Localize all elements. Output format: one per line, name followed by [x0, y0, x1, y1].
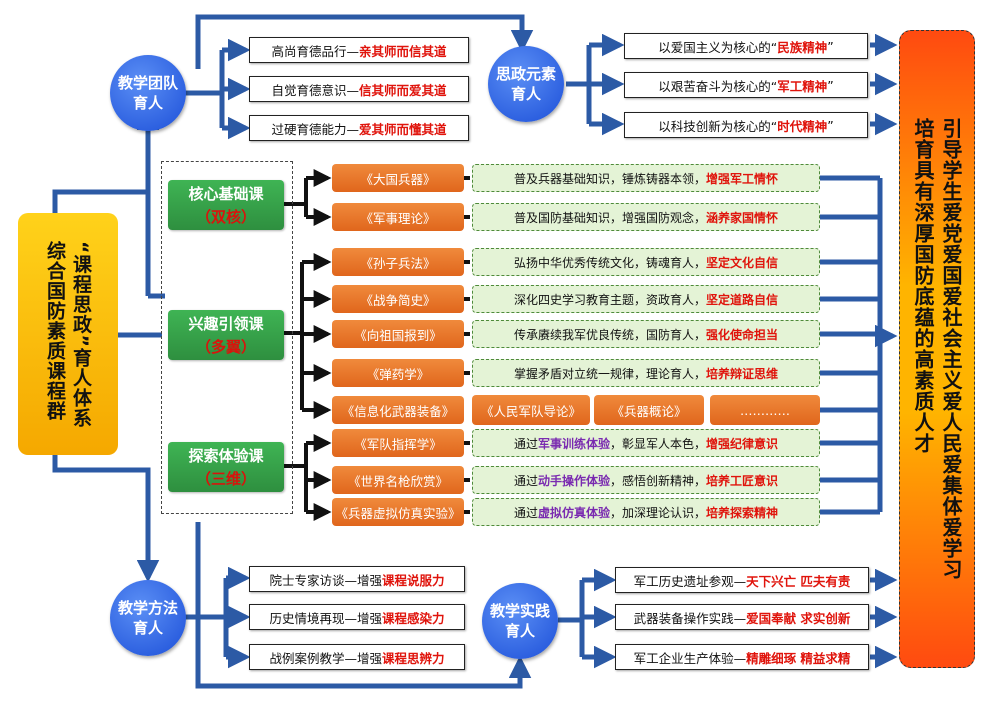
ideology-item: 以爱国主义为核心的“民族精神” — [624, 33, 868, 59]
practice-item: 武器装备操作实践—爱国奉献 求实创新 — [615, 604, 869, 630]
system-title-box: “课程思政”育人体系 综合国防素质课程群 — [18, 213, 118, 455]
team-item: 高尚育德品行—亲其师而信其道 — [249, 37, 469, 63]
practice-item: 军工企业生产体验—精雕细琢 精益求精 — [615, 644, 869, 670]
team-education-circle: 教学团队育人 — [110, 55, 186, 131]
goal-title-line1: 引导学生爱党爱国爱社会主义爱人民爱集体爱学习 — [939, 118, 963, 580]
course-item: 《军事理论》 — [332, 203, 464, 231]
course-item: 《向祖国报到》 — [332, 320, 464, 348]
interest-course-box: 兴趣引领课（多翼） — [168, 310, 284, 360]
course-category-frame — [161, 161, 293, 514]
team-item: 过硬育德能力—爱其师而懂其道 — [249, 115, 469, 141]
ideology-element-circle: 思政元素育人 — [488, 46, 564, 122]
extra-course-item: 《人民军队导论》 — [472, 395, 590, 425]
course-goal: 普及国防基础知识，增强国防观念，涵养家国情怀 — [472, 203, 820, 231]
team-item: 自觉育德意识—信其师而爱其道 — [249, 76, 469, 102]
course-item: 《世界名枪欣赏》 — [332, 466, 464, 494]
system-title-line1: “课程思政”育人体系 — [70, 240, 92, 428]
explore-goal: 通过虚拟仿真体验，加深理论认识，培养探索精神 — [472, 498, 820, 526]
explore-course-box: 探索体验课（三维） — [168, 442, 284, 492]
method-item: 院士专家访谈—增强课程说服力 — [249, 566, 465, 592]
course-goal: 普及兵器基础知识，锤炼铸器本领，增强军工情怀 — [472, 164, 820, 192]
course-item: 《信息化武器装备》 — [332, 396, 464, 424]
explore-goal: 通过动手操作体验，感悟创新精神，培养工匠意识 — [472, 466, 820, 494]
ideology-item: 以科技创新为核心的“时代精神” — [624, 112, 868, 138]
extra-course-item: 《兵器概论》 — [594, 395, 704, 425]
goal-title-line2: 培育具有深厚国防底蕴的高素质人才 — [911, 118, 935, 454]
course-item: 《孙子兵法》 — [332, 248, 464, 276]
course-item: 《战争简史》 — [332, 285, 464, 313]
core-course-box: 核心基础课（双核） — [168, 180, 284, 230]
explore-goal: 通过军事训练体验，彰显军人本色，增强纪律意识 — [472, 429, 820, 457]
course-goal: 掌握矛盾对立统一规律，理论育人，培养辩证思维 — [472, 359, 820, 387]
practice-education-circle: 教学实践育人 — [482, 583, 558, 659]
ideology-item: 以艰苦奋斗为核心的“军工精神” — [624, 72, 868, 98]
method-item: 战例案例教学—增强课程思辨力 — [249, 644, 465, 670]
course-item: 《弹药学》 — [332, 359, 464, 387]
method-item: 历史情境再现—增强课程感染力 — [249, 604, 465, 630]
practice-item: 军工历史遗址参观—天下兴亡 匹夫有责 — [615, 567, 869, 593]
extra-course-item: ………… — [710, 395, 820, 425]
course-item: 《兵器虚拟仿真实验》 — [332, 498, 464, 526]
system-title-line2: 综合国防素质课程群 — [44, 240, 66, 421]
goal-title-box: 引导学生爱党爱国爱社会主义爱人民爱集体爱学习 培育具有深厚国防底蕴的高素质人才 — [899, 30, 975, 668]
course-item: 《军队指挥学》 — [332, 429, 464, 457]
course-goal: 传承赓续我军优良传统，国防育人，强化使命担当 — [472, 320, 820, 348]
method-education-circle: 教学方法育人 — [110, 580, 186, 656]
course-goal: 深化四史学习教育主题，资政育人，坚定道路自信 — [472, 285, 820, 313]
course-item: 《大国兵器》 — [332, 164, 464, 192]
course-goal: 弘扬中华优秀传统文化，铸魂育人，坚定文化自信 — [472, 248, 820, 276]
